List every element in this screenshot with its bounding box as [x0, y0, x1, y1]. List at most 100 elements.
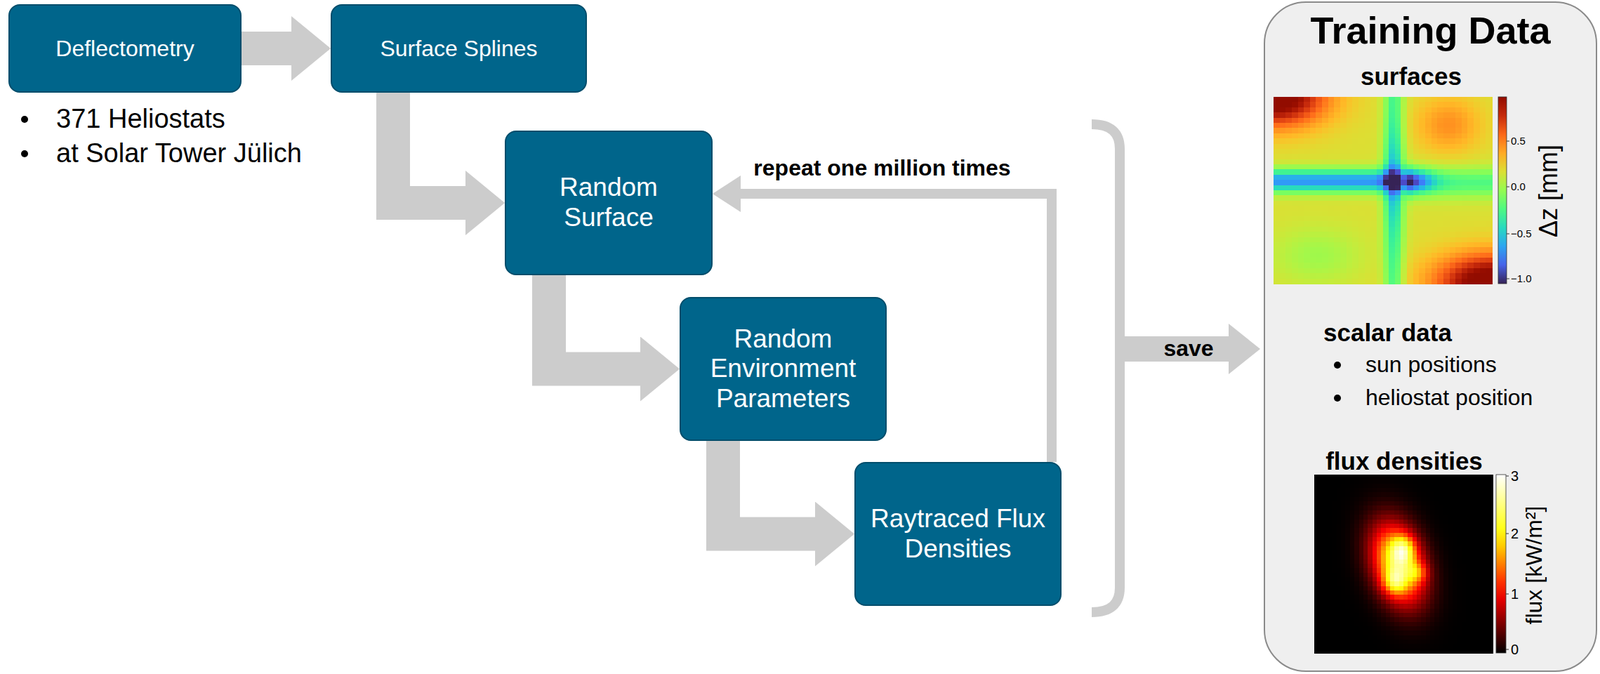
flux-cell	[1354, 559, 1360, 565]
heatmap-cell	[1352, 117, 1359, 124]
heatmap-cell	[1425, 169, 1432, 175]
heatmap-cell	[1425, 242, 1432, 248]
heatmap-cell	[1400, 107, 1407, 114]
heatmap-cell	[1418, 159, 1426, 165]
heatmap-cell	[1370, 138, 1377, 144]
heatmap-cell	[1431, 226, 1438, 233]
heatmap-cell	[1406, 107, 1414, 114]
flux-cell	[1359, 546, 1365, 552]
heatmap-cell	[1273, 216, 1280, 222]
flux-cell	[1354, 501, 1360, 507]
flux-cell	[1354, 648, 1360, 654]
heatmap-cell	[1394, 221, 1402, 227]
flux-cell	[1323, 581, 1329, 587]
flux-cell	[1327, 635, 1333, 641]
heatmap-cell	[1485, 148, 1492, 155]
flux-cell	[1380, 532, 1386, 538]
flux-cell	[1327, 546, 1333, 552]
heatmap-cell	[1285, 252, 1292, 259]
heatmap-cell	[1321, 164, 1329, 170]
heatmap-cell	[1485, 96, 1492, 103]
heatmap-cell	[1352, 231, 1359, 238]
heatmap-cell	[1443, 221, 1450, 227]
flux-cell	[1350, 537, 1355, 542]
flux-cell	[1323, 501, 1329, 507]
heatmap-cell	[1303, 231, 1311, 238]
heatmap-cell	[1279, 107, 1287, 114]
heatmap-cell	[1321, 174, 1329, 181]
heatmap-cell	[1425, 273, 1432, 279]
heatmap-cell	[1425, 278, 1432, 285]
heatmap-cell	[1340, 185, 1347, 191]
heatmap-cell	[1461, 273, 1469, 279]
heatmap-cell	[1479, 169, 1487, 175]
heatmap-cell	[1364, 257, 1372, 264]
heatmap-cell	[1321, 143, 1329, 150]
heatmap-cell	[1443, 127, 1450, 134]
heatmap-cell	[1298, 179, 1305, 186]
heatmap-cell	[1443, 185, 1450, 191]
flux-cell	[1359, 581, 1365, 587]
heatmap-cell	[1443, 169, 1450, 175]
heatmap-cell	[1340, 107, 1347, 114]
heatmap-cell	[1364, 216, 1372, 222]
heatmap-cell	[1333, 96, 1341, 103]
colorbar-tick	[1506, 278, 1510, 280]
heatmap-cell	[1346, 216, 1353, 222]
heatmap-cell	[1328, 205, 1335, 212]
heatmap-cell	[1370, 231, 1377, 238]
heatmap-cell	[1383, 164, 1390, 170]
heatmap-cell	[1352, 107, 1359, 114]
flux-cell	[1318, 586, 1324, 592]
heatmap-cell	[1418, 133, 1426, 140]
flux-cell	[1367, 497, 1373, 502]
heatmap-cell	[1467, 159, 1474, 165]
flux-cell	[1363, 622, 1369, 627]
flux-cell	[1345, 559, 1351, 565]
flux-cell	[1327, 559, 1333, 565]
heatmap-cell	[1364, 133, 1372, 140]
heatmap-cell	[1376, 237, 1384, 243]
heatmap-cell	[1358, 127, 1365, 134]
flux-cell	[1314, 599, 1320, 605]
heatmap-cell	[1328, 226, 1335, 233]
flux-cell	[1385, 586, 1391, 592]
heatmap-cell	[1418, 143, 1426, 150]
heatmap-cell	[1431, 200, 1438, 207]
heatmap-cell	[1279, 148, 1287, 155]
heatmap-cell	[1406, 127, 1414, 134]
heatmap-cell	[1273, 221, 1280, 227]
heatmap-cell	[1406, 262, 1414, 269]
heatmap-cell	[1461, 262, 1469, 269]
heatmap-cell	[1358, 226, 1365, 233]
heatmap-cell	[1461, 216, 1469, 222]
heatmap-cell	[1328, 195, 1335, 201]
flux-cell	[1376, 563, 1382, 569]
heatmap-cell	[1418, 101, 1426, 108]
heatmap-cell	[1388, 273, 1395, 279]
heatmap-cell	[1315, 257, 1322, 264]
flux-cell	[1350, 559, 1355, 565]
heatmap-cell	[1340, 242, 1347, 248]
heatmap-cell	[1394, 262, 1402, 269]
heatmap-cell	[1413, 153, 1420, 160]
heatmap-cell	[1333, 159, 1341, 165]
flux-cell	[1318, 563, 1324, 569]
heatmap-cell	[1310, 262, 1317, 269]
heatmap-cell	[1443, 112, 1450, 118]
heatmap-cell	[1400, 200, 1407, 207]
flux-cell	[1327, 519, 1333, 525]
flux-cell	[1345, 483, 1351, 489]
flux-cell	[1318, 483, 1324, 489]
heatmap-cell	[1279, 216, 1287, 222]
heatmap-cell	[1418, 164, 1426, 170]
flux-cell	[1390, 497, 1395, 502]
heatmap-cell	[1315, 96, 1322, 103]
flux-cell	[1323, 537, 1329, 542]
heatmap-cell	[1437, 278, 1444, 285]
heatmap-cell	[1400, 237, 1407, 243]
heatmap-cell	[1485, 242, 1492, 248]
flux-cell	[1363, 537, 1369, 542]
heatmap-cell	[1394, 237, 1402, 243]
heatmap-cell	[1431, 169, 1438, 175]
